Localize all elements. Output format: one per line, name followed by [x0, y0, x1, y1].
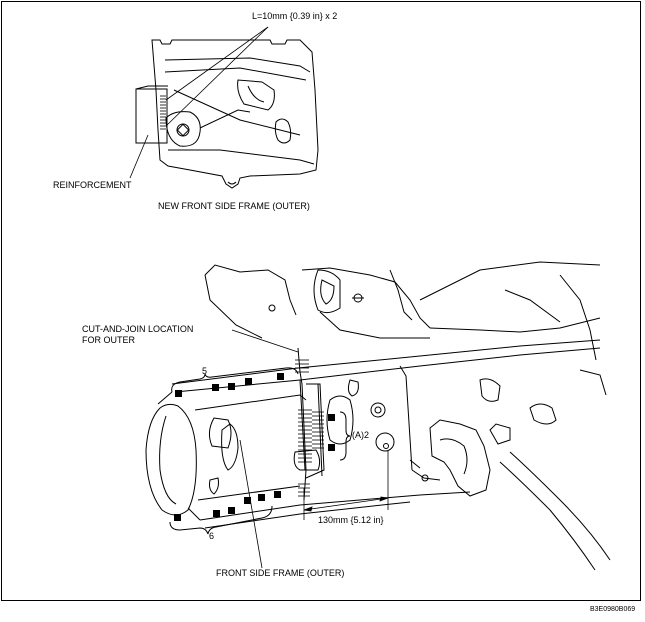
right-side-components: [409, 369, 611, 571]
dimension-130mm: [303, 450, 389, 520]
callout-a: (A)2: [352, 430, 370, 440]
figure-code: B3E0980B069: [590, 606, 636, 613]
frame-caption: FRONT SIDE FRAME (OUTER): [216, 568, 345, 578]
reinforcement-label: REINFORCEMENT: [53, 180, 132, 190]
weld-length-label: L=10mm {0.39 in} x 2: [252, 11, 338, 21]
new-frame-part: [151, 39, 319, 189]
weld-spots-upper: [175, 373, 284, 397]
braces: [169, 367, 351, 535]
spot-count-upper: 5: [202, 366, 208, 376]
new-frame-caption: NEW FRONT SIDE FRAME (OUTER): [158, 201, 310, 211]
engine-bay-background: [204, 261, 601, 361]
cut-location-label-line2: FOR OUTER: [82, 335, 135, 345]
dimension-label: 130mm {5.12 in}: [318, 515, 384, 525]
weld-ticks-bottom: [295, 359, 324, 497]
reinforcement-box: [135, 85, 168, 144]
figure-frame: [1, 1, 641, 601]
leader-lines-top: [129, 26, 269, 179]
cut-location-label-line1: CUT-AND-JOIN LOCATION: [82, 324, 194, 334]
spot-count-lower: 6: [209, 531, 215, 541]
weld-ticks-top: [160, 95, 166, 130]
frame-rail-body: [145, 339, 601, 529]
weld-spots-lower: [174, 491, 281, 521]
leader-lines-bottom: [231, 329, 299, 569]
weld-spots-a: [328, 414, 335, 451]
